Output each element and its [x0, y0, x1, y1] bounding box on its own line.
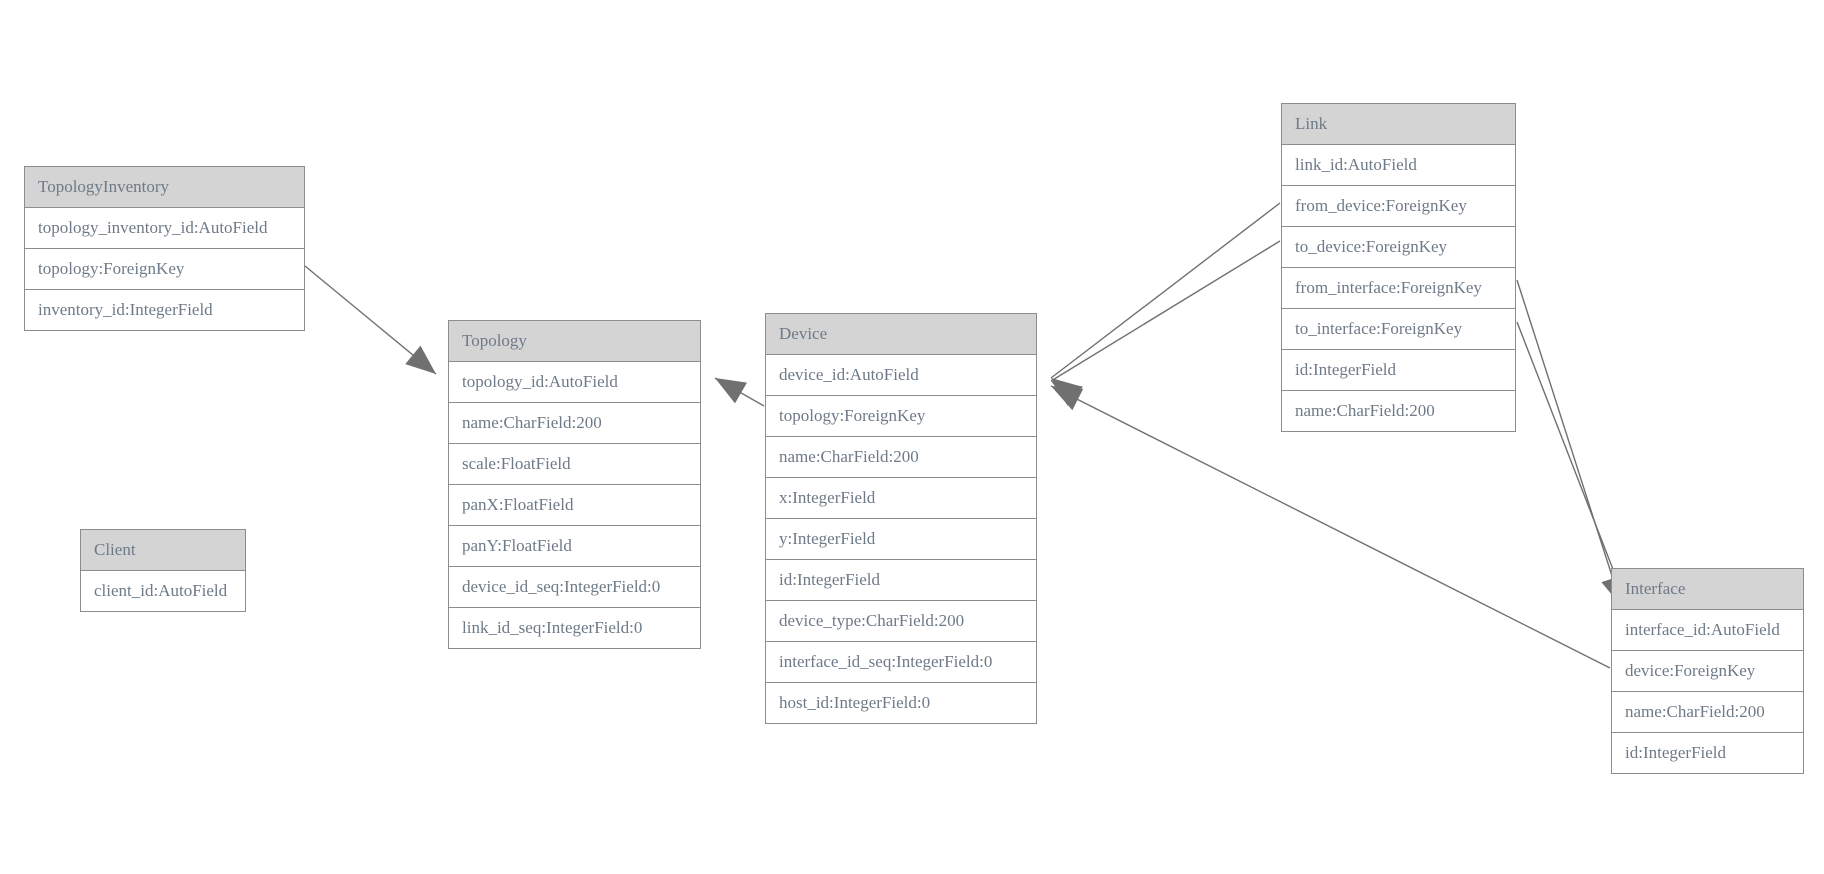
relationship-arrowhead	[1051, 378, 1083, 406]
entity-title-client: Client	[81, 530, 245, 571]
entity-field-row[interactable]: from_device:ForeignKey	[1282, 186, 1515, 227]
rel-device-topology	[714, 377, 765, 407]
entity-title-interface: Interface	[1612, 569, 1803, 610]
entity-field-row[interactable]: name:CharField:200	[449, 403, 700, 444]
entity-field-row[interactable]: link_id:AutoField	[1282, 145, 1515, 186]
rel-link-todevice-device	[1050, 240, 1281, 407]
entity-field-row[interactable]: scale:FloatField	[449, 444, 700, 485]
relationship-line	[1050, 240, 1281, 382]
relationship-line	[1516, 321, 1629, 609]
entity-field-row[interactable]: link_id_seq:IntegerField:0	[449, 608, 700, 649]
rel-link-frominterface-interface	[1516, 279, 1625, 608]
relationship-arrowhead	[715, 378, 747, 404]
entity-field-row[interactable]: inventory_id:IntegerField	[25, 290, 304, 331]
relationship-arrowhead	[1051, 381, 1083, 407]
entity-field-row[interactable]: client_id:AutoField	[81, 571, 245, 612]
rel-topologyinventory-topology	[304, 265, 437, 375]
entity-field-row[interactable]: name:CharField:200	[766, 437, 1036, 478]
entity-field-row[interactable]: host_id:IntegerField:0	[766, 683, 1036, 724]
entity-field-row[interactable]: x:IntegerField	[766, 478, 1036, 519]
relationship-arrowhead	[1051, 386, 1084, 411]
entity-field-row[interactable]: to_interface:ForeignKey	[1282, 309, 1515, 350]
entity-field-row[interactable]: id:IntegerField	[1612, 733, 1803, 774]
entity-field-row[interactable]: topology_inventory_id:AutoField	[25, 208, 304, 249]
entity-field-row[interactable]: name:CharField:200	[1612, 692, 1803, 733]
entity-field-row[interactable]: interface_id:AutoField	[1612, 610, 1803, 651]
entity-field-row[interactable]: panX:FloatField	[449, 485, 700, 526]
entity-field-row[interactable]: name:CharField:200	[1282, 391, 1515, 432]
entity-field-row[interactable]: id:IntegerField	[766, 560, 1036, 601]
entity-field-row[interactable]: id:IntegerField	[1282, 350, 1515, 391]
entity-field-row[interactable]: to_device:ForeignKey	[1282, 227, 1515, 268]
entity-field-row[interactable]: y:IntegerField	[766, 519, 1036, 560]
entity-title-topology: Topology	[449, 321, 700, 362]
relationship-line	[1050, 202, 1281, 379]
entity-field-row[interactable]: topology:ForeignKey	[766, 396, 1036, 437]
entity-field-row[interactable]: interface_id_seq:IntegerField:0	[766, 642, 1036, 683]
entity-field-row[interactable]: device_id_seq:IntegerField:0	[449, 567, 700, 608]
rel-link-fromdevice-device	[1050, 202, 1281, 406]
entity-field-row[interactable]: topology:ForeignKey	[25, 249, 304, 290]
entity-field-row[interactable]: topology_id:AutoField	[449, 362, 700, 403]
relationship-line	[304, 265, 437, 375]
entity-title-link: Link	[1282, 104, 1515, 145]
entity-title-device: Device	[766, 314, 1036, 355]
entity-field-row[interactable]: panY:FloatField	[449, 526, 700, 567]
entity-field-row[interactable]: device:ForeignKey	[1612, 651, 1803, 692]
entity-field-row[interactable]: device_type:CharField:200	[766, 601, 1036, 642]
relationship-arrowhead	[405, 345, 436, 374]
relationship-line	[1516, 279, 1623, 608]
entity-title-topology_inventory: TopologyInventory	[25, 167, 304, 208]
relationship-line	[714, 377, 765, 407]
entity-field-row[interactable]: from_interface:ForeignKey	[1282, 268, 1515, 309]
entity-field-row[interactable]: device_id:AutoField	[766, 355, 1036, 396]
